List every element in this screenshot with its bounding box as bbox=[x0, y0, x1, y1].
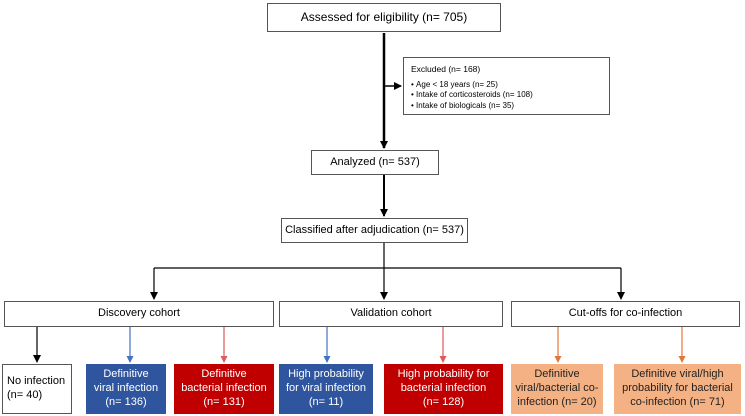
assessed-label: Assessed for eligibility (n= 705) bbox=[300, 10, 468, 24]
discovery-cohort-label: Discovery cohort bbox=[98, 307, 180, 320]
validation-cohort-label: Validation cohort bbox=[350, 307, 432, 320]
definitive-bacterial-label: Definitive bacterial infection (n= 131) bbox=[181, 368, 267, 408]
excluded-title: Excluded (n= 168) bbox=[411, 64, 481, 74]
no-infection-label: No infection (n= 40) bbox=[7, 375, 66, 401]
viral-bacterial-coinfection-box: Definitive viral/bacterial co- infection… bbox=[511, 364, 603, 414]
viral-bacterial-coinfection-label: Definitive viral/bacterial co- infection… bbox=[515, 368, 599, 408]
no-infection-box: No infection (n= 40) bbox=[2, 364, 72, 414]
excluded-item: Intake of biologicals (n= 35) bbox=[411, 101, 602, 111]
analyzed-label: Analyzed (n= 537) bbox=[330, 155, 420, 168]
excluded-item: Age < 18 years (n= 25) bbox=[411, 80, 602, 90]
viral-high-prob-bacterial-box: Definitive viral/high probability for ba… bbox=[614, 364, 741, 414]
high-prob-viral-label: High probability for viral infection (n=… bbox=[285, 368, 367, 408]
classified-box: Classified after adjudication (n= 537) bbox=[281, 218, 468, 243]
definitive-viral-box: Definitive viral infection (n= 136) bbox=[86, 364, 166, 414]
excluded-list: Age < 18 years (n= 25) Intake of cortico… bbox=[411, 80, 602, 111]
analyzed-box: Analyzed (n= 537) bbox=[311, 150, 439, 175]
assessed-box: Assessed for eligibility (n= 705) bbox=[267, 3, 501, 32]
excluded-item: Intake of corticosteroids (n= 108) bbox=[411, 90, 602, 100]
cutoffs-label: Cut-offs for co-infection bbox=[568, 307, 683, 320]
viral-high-prob-bacterial-label: Definitive viral/high probability for ba… bbox=[622, 368, 733, 408]
definitive-viral-label: Definitive viral infection (n= 136) bbox=[93, 368, 159, 408]
excluded-box: Excluded (n= 168) Age < 18 years (n= 25)… bbox=[403, 57, 610, 115]
validation-cohort-box: Validation cohort bbox=[279, 301, 503, 327]
high-prob-viral-box: High probability for viral infection (n=… bbox=[279, 364, 373, 414]
definitive-bacterial-box: Definitive bacterial infection (n= 131) bbox=[174, 364, 274, 414]
discovery-cohort-box: Discovery cohort bbox=[4, 301, 274, 327]
high-prob-bacterial-label: High probability for bacterial infection… bbox=[397, 368, 490, 408]
classified-label: Classified after adjudication (n= 537) bbox=[285, 223, 464, 236]
cutoffs-box: Cut-offs for co-infection bbox=[511, 301, 740, 327]
high-prob-bacterial-box: High probability for bacterial infection… bbox=[384, 364, 503, 414]
